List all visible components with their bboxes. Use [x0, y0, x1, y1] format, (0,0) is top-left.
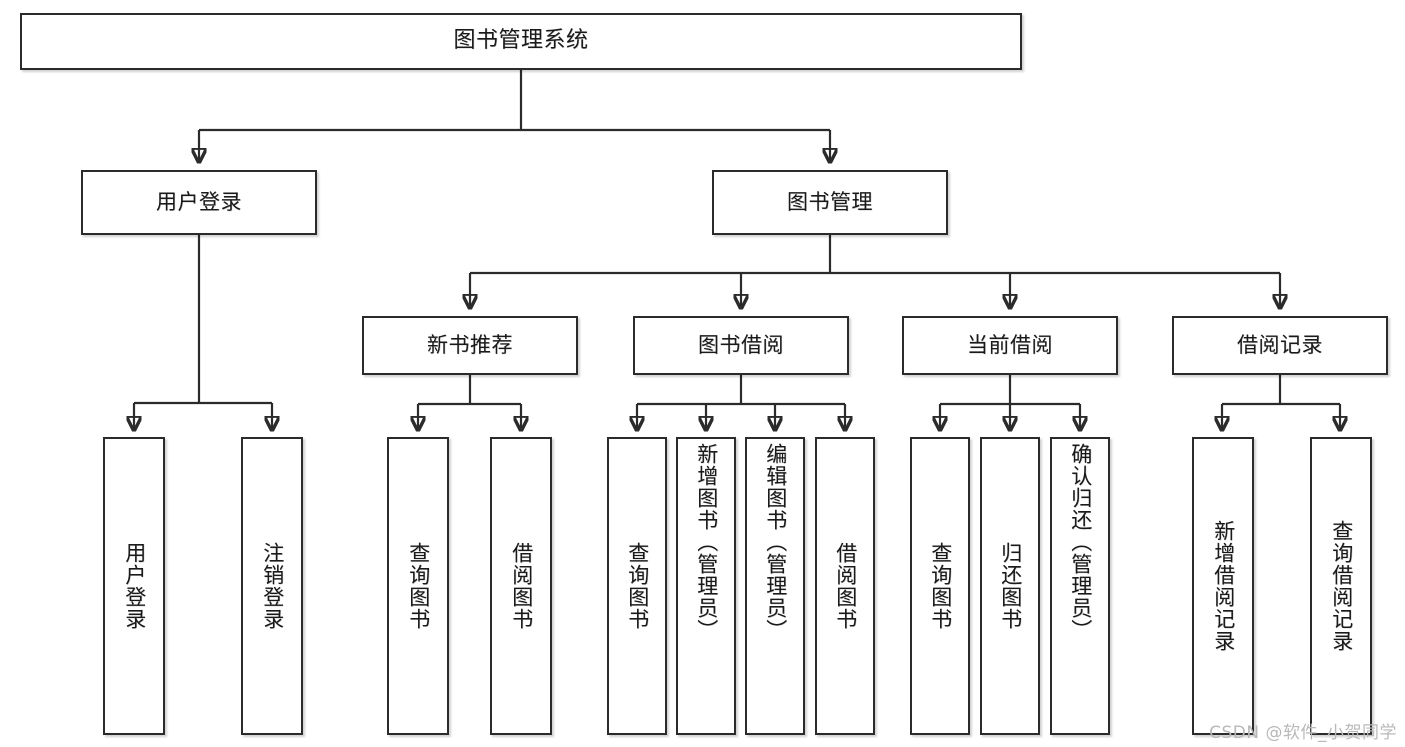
leaf-user-login-signin-label: 用户登录	[122, 542, 147, 630]
node-new-book-recommend[interactable]: 新书推荐	[362, 316, 578, 375]
leaf-current-return-book[interactable]: 归还图书	[980, 437, 1040, 735]
leaf-current-confirm-return-admin[interactable]: 确认归还（管理员）	[1050, 437, 1110, 735]
node-borrow-record[interactable]: 借阅记录	[1172, 316, 1388, 375]
node-book-borrow[interactable]: 图书借阅	[633, 316, 849, 375]
leaf-borrow-edit-book-admin-label: 编辑图书（管理员）	[763, 443, 788, 641]
leaf-new-book-borrow-label: 借阅图书	[509, 542, 534, 630]
leaf-record-query-record-label: 查询借阅记录	[1329, 520, 1354, 652]
node-root-label: 图书管理系统	[453, 28, 589, 54]
leaf-current-confirm-return-admin-label: 确认归还（管理员）	[1068, 443, 1093, 641]
leaf-current-query-book-label: 查询图书	[928, 542, 953, 630]
leaf-borrow-borrow-book-label: 借阅图书	[833, 542, 858, 630]
node-borrow-record-label: 借阅记录	[1237, 332, 1323, 357]
leaf-borrow-edit-book-admin[interactable]: 编辑图书（管理员）	[745, 437, 805, 735]
leaf-new-book-query-label: 查询图书	[406, 542, 431, 630]
leaf-record-add-record[interactable]: 新增借阅记录	[1192, 437, 1254, 735]
node-book-management-label: 图书管理	[787, 189, 873, 214]
leaf-borrow-borrow-book[interactable]: 借阅图书	[815, 437, 875, 735]
leaf-borrow-query-book-label: 查询图书	[625, 542, 650, 630]
node-current-borrow[interactable]: 当前借阅	[902, 316, 1118, 375]
leaf-user-login-signin[interactable]: 用户登录	[103, 437, 165, 735]
leaf-record-query-record[interactable]: 查询借阅记录	[1310, 437, 1372, 735]
node-book-borrow-label: 图书借阅	[698, 332, 784, 357]
leaf-new-book-borrow[interactable]: 借阅图书	[490, 437, 552, 735]
leaf-borrow-add-book-admin[interactable]: 新增图书（管理员）	[676, 437, 736, 735]
node-root[interactable]: 图书管理系统	[20, 13, 1022, 70]
leaf-current-query-book[interactable]: 查询图书	[910, 437, 970, 735]
watermark-text: CSDN @软件_小贺同学	[1209, 723, 1397, 743]
leaf-borrow-query-book[interactable]: 查询图书	[607, 437, 667, 735]
leaf-borrow-add-book-admin-label: 新增图书（管理员）	[694, 443, 719, 641]
node-user-login-label: 用户登录	[156, 189, 242, 214]
leaf-user-login-signout[interactable]: 注销登录	[241, 437, 303, 735]
node-current-borrow-label: 当前借阅	[967, 332, 1053, 357]
leaf-record-add-record-label: 新增借阅记录	[1211, 520, 1236, 652]
leaf-new-book-query[interactable]: 查询图书	[387, 437, 449, 735]
node-new-book-recommend-label: 新书推荐	[427, 332, 513, 357]
node-book-management[interactable]: 图书管理	[712, 170, 948, 235]
leaf-user-login-signout-label: 注销登录	[260, 542, 285, 630]
node-user-login[interactable]: 用户登录	[81, 170, 317, 235]
leaf-current-return-book-label: 归还图书	[998, 542, 1023, 630]
